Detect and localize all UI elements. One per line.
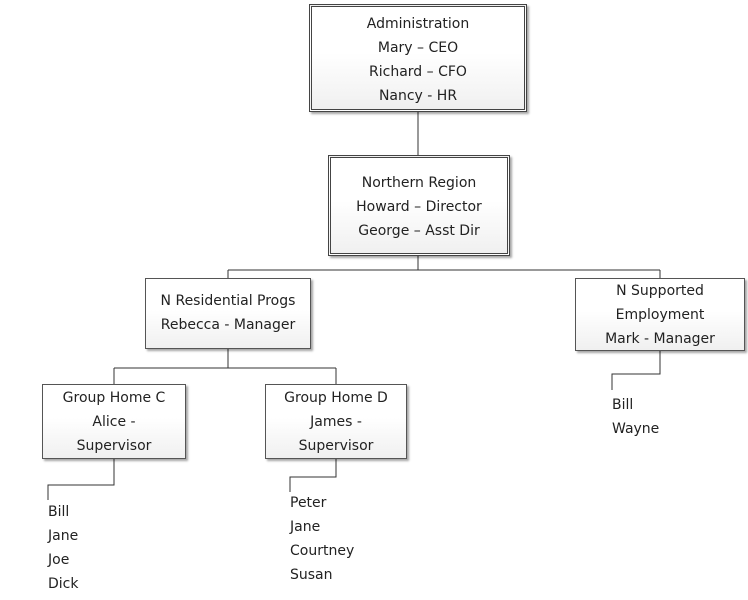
administration-box: Administration Mary – CEO Richard – CFO … <box>309 4 527 112</box>
n-residential-manager: Rebecca - Manager <box>160 317 296 333</box>
list-item: Wayne <box>612 421 660 437</box>
group-home-c-supervisor-role: Supervisor <box>76 438 152 454</box>
group-home-d-supervisor-name: James - <box>310 414 362 430</box>
list-item: Bill <box>612 397 634 413</box>
list-item: Jane <box>48 528 79 544</box>
group-home-d-title: Group Home D <box>284 390 388 406</box>
group-home-c-title: Group Home C <box>62 390 166 406</box>
n-supported-title-2: Employment <box>615 307 705 323</box>
group-home-c-box: Group Home C Alice - Supervisor <box>42 384 186 459</box>
connector-group-home-d-staff <box>289 459 337 492</box>
connector-supported-staff <box>611 351 661 390</box>
n-supported-manager: Mark - Manager <box>605 331 715 347</box>
administration-title: Administration <box>366 16 470 32</box>
administration-cfo: Richard – CFO <box>369 64 467 80</box>
connector-group-home-c-staff <box>47 459 115 500</box>
n-residential-progs-box: N Residential Progs Rebecca - Manager <box>145 278 311 349</box>
northern-region-title: Northern Region <box>361 175 477 191</box>
group-home-c-supervisor-name: Alice - <box>92 414 136 430</box>
n-supported-employment-box: N Supported Employment Mark - Manager <box>575 278 745 351</box>
list-item: Peter <box>290 495 327 511</box>
list-item: Bill <box>48 504 70 520</box>
n-supported-staff-list: Bill Wayne <box>612 393 659 441</box>
group-home-d-staff-list: Peter Jane Courtney Susan <box>290 491 354 587</box>
list-item: Joe <box>48 552 70 568</box>
group-home-c-staff-list: Bill Jane Joe Dick <box>48 500 78 596</box>
group-home-d-box: Group Home D James - Supervisor <box>265 384 407 459</box>
list-item: Courtney <box>290 543 355 559</box>
administration-ceo: Mary – CEO <box>377 40 459 56</box>
list-item: Dick <box>48 576 79 592</box>
group-home-d-supervisor-role: Supervisor <box>298 438 374 454</box>
n-residential-title: N Residential Progs <box>160 293 296 309</box>
administration-hr: Nancy - HR <box>378 88 458 104</box>
list-item: Susan <box>290 567 333 583</box>
northern-region-asst-dir: George – Asst Dir <box>358 223 480 239</box>
list-item: Jane <box>290 519 321 535</box>
n-supported-title: N Supported <box>616 283 704 299</box>
northern-region-box: Northern Region Howard – Director George… <box>328 155 510 256</box>
northern-region-director: Howard – Director <box>356 199 482 215</box>
